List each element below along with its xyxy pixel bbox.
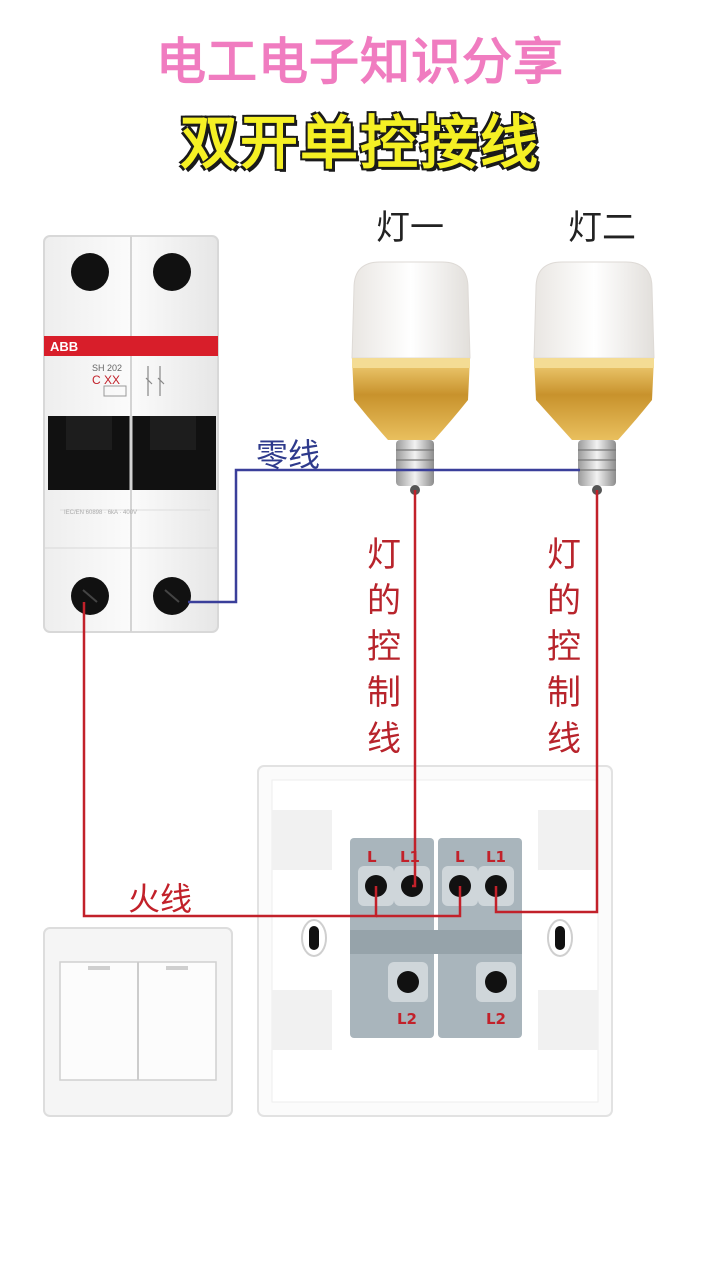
page-subtitle: 双开单控接线 xyxy=(179,109,540,177)
terminal-label-l-right: L xyxy=(455,848,465,866)
breaker-rating: C XX xyxy=(92,373,120,387)
breaker-brand-stripe xyxy=(44,336,218,356)
control-wire-lamp-two xyxy=(494,490,599,914)
neutral-wire-label: 零线 xyxy=(256,436,321,474)
switch-back-panel: L L1 L L1 L2 L2 xyxy=(257,765,613,1117)
terminal-label-l1-left: L1 xyxy=(400,848,420,866)
svg-text:IEC/EN 60898 · 6kA · 400V: IEC/EN 60898 · 6kA · 400V xyxy=(64,510,137,516)
breaker-top-screw-right xyxy=(153,253,191,291)
lamp-one-label: 灯一 xyxy=(376,208,444,248)
double-rocker-switch xyxy=(43,927,233,1117)
neutral-wire xyxy=(188,468,580,604)
terminal-label-l2-right: L2 xyxy=(486,1010,506,1028)
lamp-one-socket xyxy=(396,440,434,486)
page-title: 电工电子知识分享 xyxy=(156,33,564,91)
circuit-breaker: ABB SH 202 C XX IEC/EN 60898 · 6kA · 400… xyxy=(43,235,219,633)
lamp-two-socket xyxy=(578,440,616,486)
live-wire xyxy=(82,602,378,918)
lamp-two-label: 灯二 xyxy=(568,208,636,248)
terminal-label-l1-right: L1 xyxy=(486,848,506,866)
control-wire-label-two: 灯的控制线 xyxy=(547,535,581,759)
control-wire-label-one: 灯的控制线 xyxy=(367,535,401,759)
live-wire-label: 火线 xyxy=(128,880,193,918)
breaker-brand: ABB xyxy=(50,339,78,354)
breaker-model: SH 202 xyxy=(92,363,122,373)
live-jumper xyxy=(376,886,462,918)
lamp-one xyxy=(351,261,471,495)
lamp-two xyxy=(533,261,655,495)
control-wire-lamp-one xyxy=(412,490,417,888)
terminal-label-l-left: L xyxy=(367,848,377,866)
breaker-top-screw-left xyxy=(71,253,109,291)
terminal-label-l2-left: L2 xyxy=(397,1010,417,1028)
